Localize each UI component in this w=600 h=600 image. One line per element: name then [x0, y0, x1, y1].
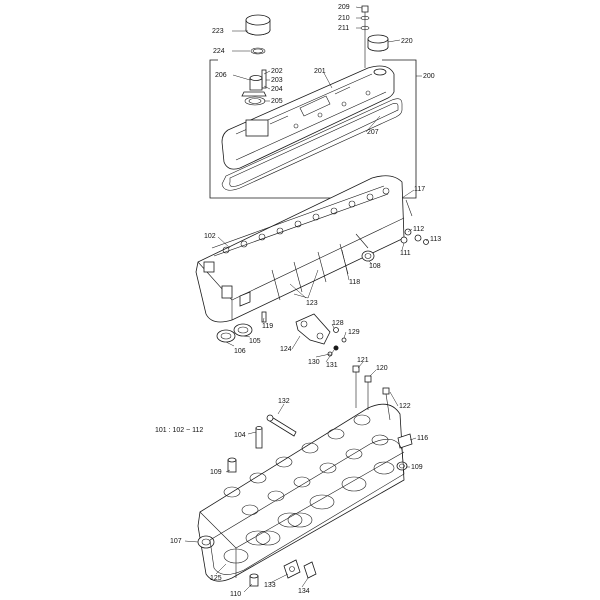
callout-205: 205	[271, 98, 283, 105]
head-gasket	[209, 438, 405, 575]
rocker-cover	[221, 65, 395, 170]
callout-107: 107	[170, 538, 182, 545]
callout-109-left: 109	[210, 469, 222, 476]
cylinder-head-exploded	[197, 403, 405, 582]
callout-132: 132	[278, 398, 290, 405]
callout-111: 111	[400, 250, 411, 257]
glow-plug-132	[266, 414, 297, 437]
rocker-cover-group	[209, 5, 417, 199]
callout-106: 106	[234, 348, 246, 355]
callout-118: 118	[349, 279, 360, 286]
lifting-bracket	[295, 313, 347, 357]
callout-112: 112	[413, 226, 424, 233]
breather-assembly	[241, 69, 267, 106]
callout-202: 202	[271, 68, 283, 75]
callout-124: 124	[280, 346, 292, 353]
callout-123: 123	[306, 300, 318, 307]
callout-121: 121	[357, 357, 369, 364]
callout-211: 211	[338, 25, 349, 32]
head-side-fittings	[361, 228, 429, 262]
callout-129: 129	[348, 329, 360, 336]
callout-204: 204	[271, 86, 283, 93]
cover-bolt-stack	[360, 5, 370, 68]
callout-125: 125	[210, 575, 222, 582]
callout-113: 113	[430, 236, 441, 243]
callout-labels: 223 224 202 203 204 205 206 201 200 207 …	[155, 4, 441, 598]
callout-210: 210	[338, 15, 350, 22]
gasket-bores	[223, 512, 313, 564]
callout-105: 105	[249, 338, 261, 345]
callout-223: 223	[212, 28, 224, 35]
callout-122: 122	[399, 403, 411, 410]
cylinder-head-assembled	[195, 175, 413, 323]
head-lower-fittings	[197, 433, 413, 587]
callout-102: 102	[204, 233, 216, 240]
callout-116: 116	[417, 435, 428, 442]
callout-206: 206	[215, 72, 227, 79]
sleeve-104	[255, 426, 263, 449]
callout-134: 134	[298, 588, 310, 595]
callout-109-right: 109	[411, 464, 423, 471]
oil-cap-220	[367, 34, 389, 52]
callout-110: 110	[230, 591, 241, 598]
callout-117: 117	[414, 186, 425, 193]
callout-128: 128	[332, 320, 344, 327]
callout-220: 220	[401, 38, 413, 45]
callout-120: 120	[376, 365, 388, 372]
callout-101-range: 101 : 102 ~ 112	[155, 427, 203, 434]
callout-200: 200	[423, 73, 435, 80]
valve-seat-row	[223, 414, 389, 516]
callout-108: 108	[369, 263, 381, 270]
combustion-chamber-row	[245, 461, 395, 546]
callout-224: 224	[213, 48, 225, 55]
cover-gasket	[221, 98, 403, 191]
bolts-120-122	[352, 365, 391, 421]
callout-104: 104	[234, 432, 246, 439]
filler-gasket	[250, 47, 266, 55]
callout-130: 130	[308, 359, 320, 366]
rocker-arm-row	[211, 185, 390, 257]
callout-133: 133	[264, 582, 276, 589]
callout-119: 119	[262, 323, 273, 330]
group-200-frame	[209, 59, 417, 199]
callout-203: 203	[271, 77, 283, 84]
oil-filler-cap	[245, 14, 271, 36]
leader-lines	[184, 6, 429, 593]
callout-201: 201	[314, 68, 326, 75]
callout-207: 207	[367, 129, 379, 136]
callout-131: 131	[326, 362, 338, 369]
callout-209: 209	[338, 4, 350, 11]
